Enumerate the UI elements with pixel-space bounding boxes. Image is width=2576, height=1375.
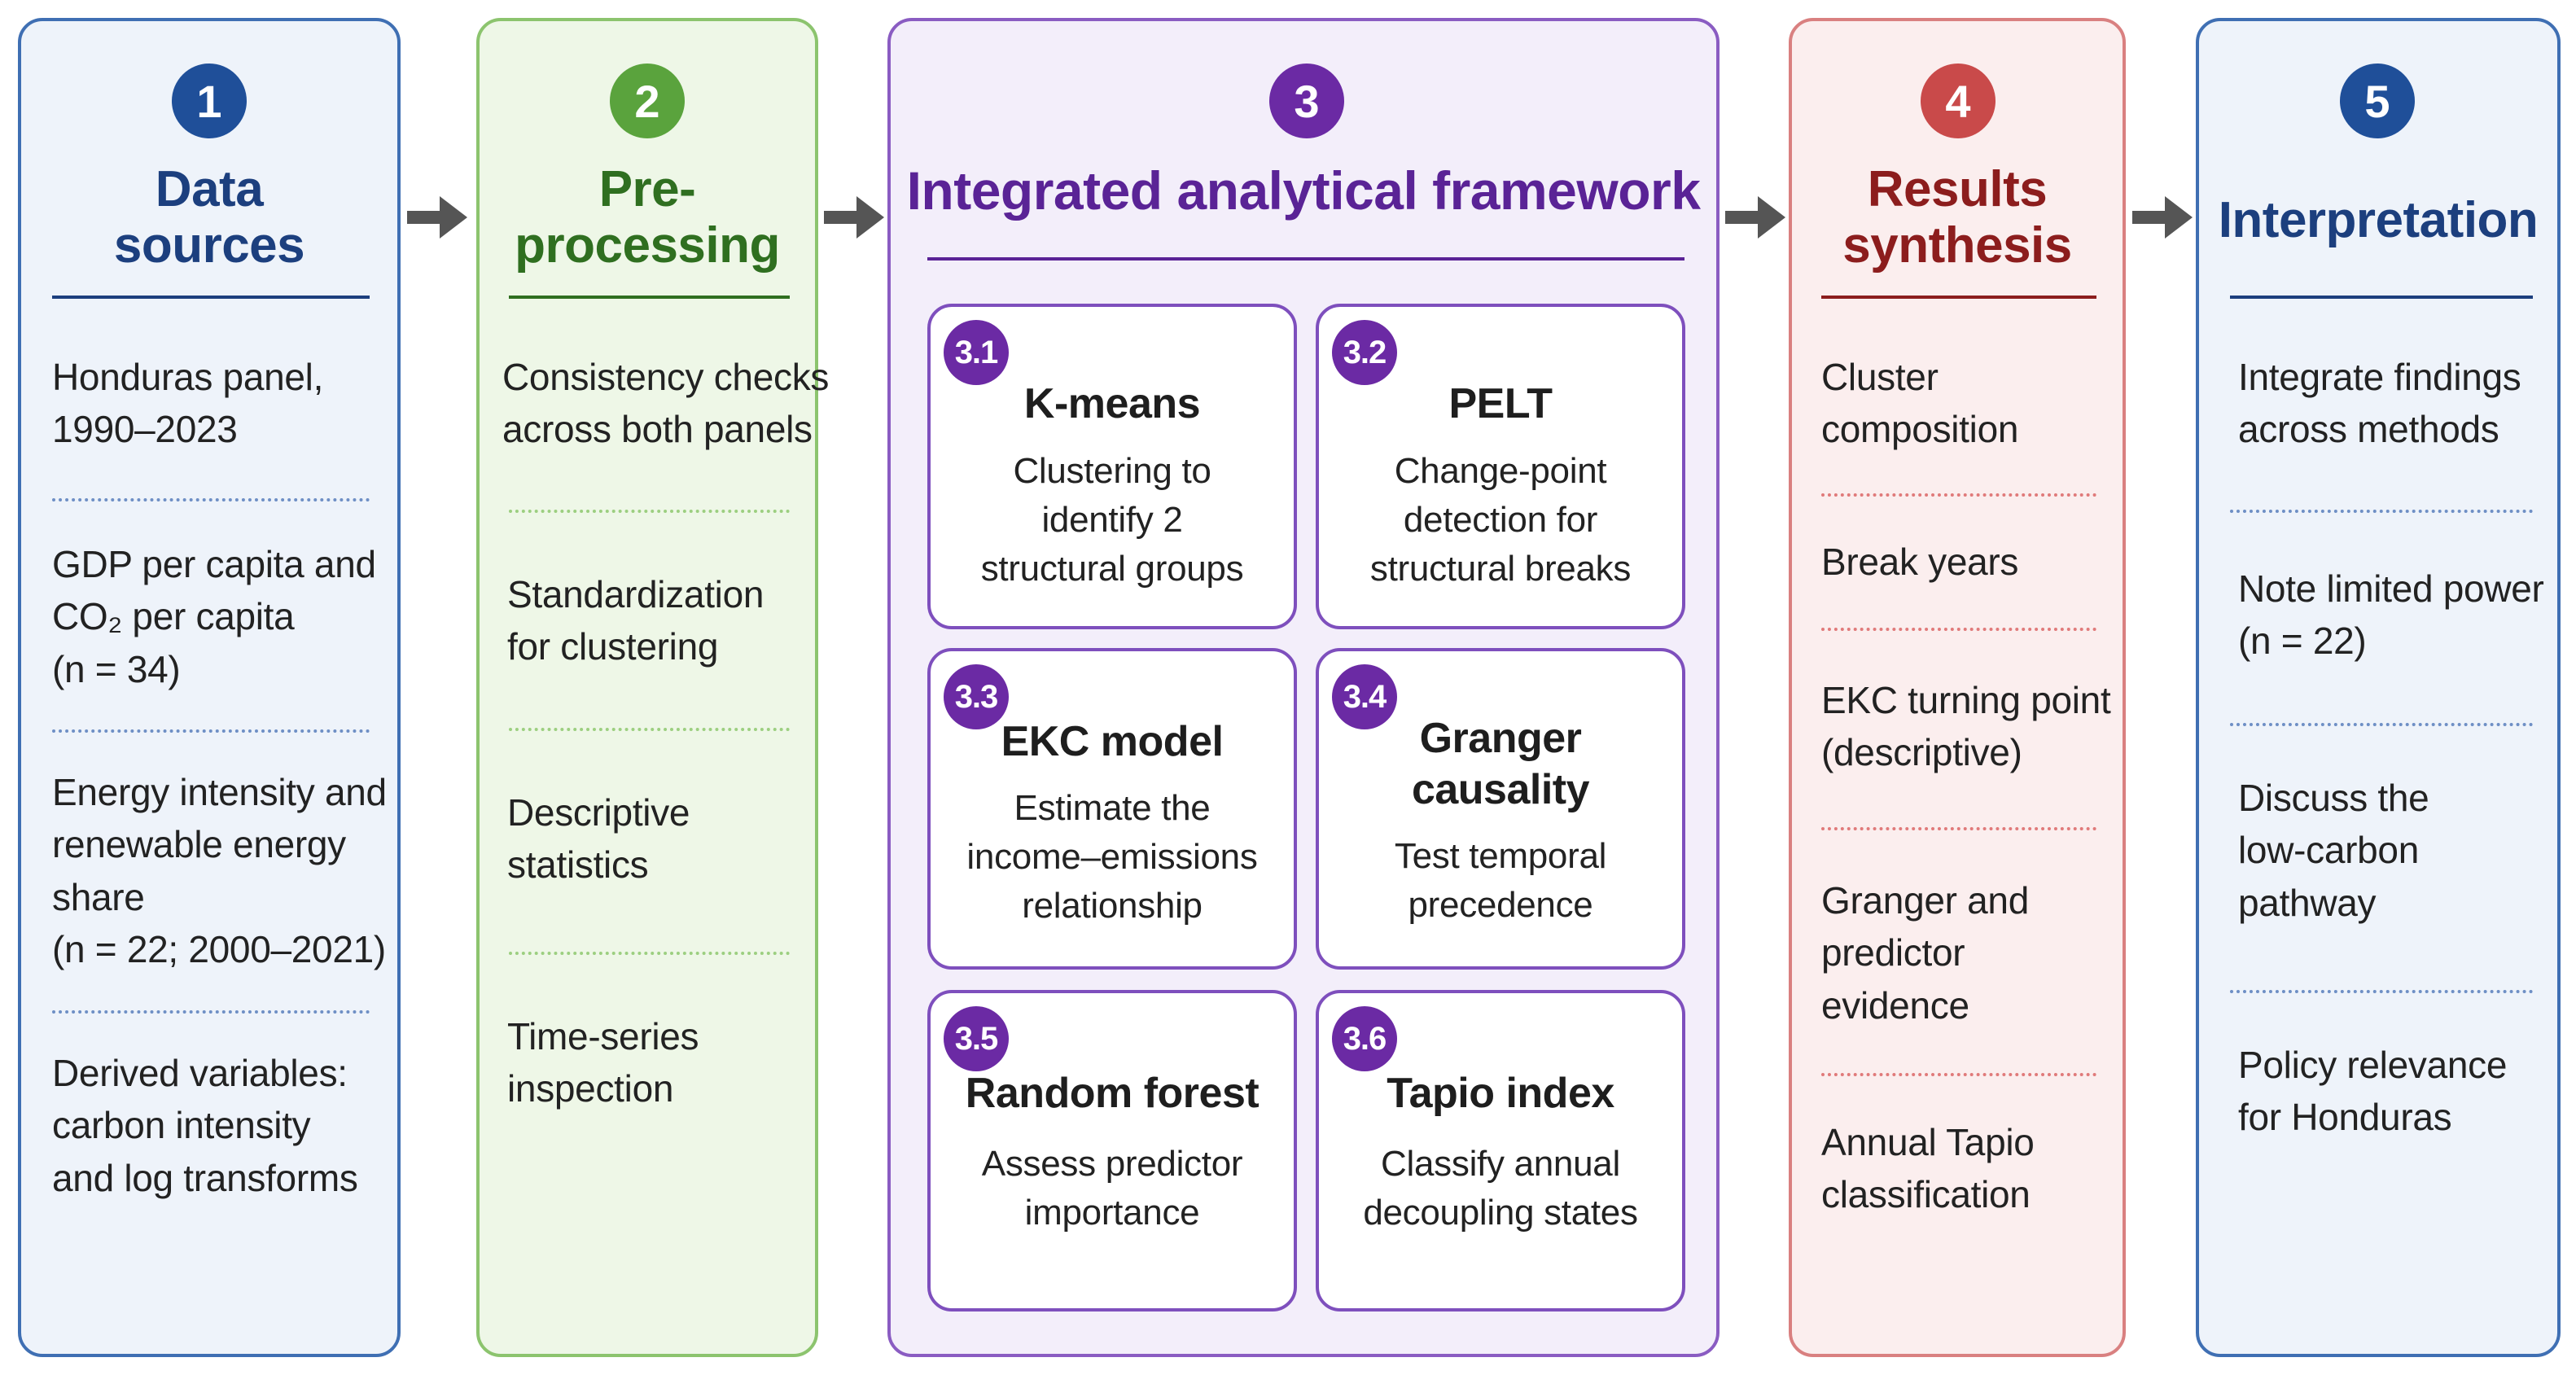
stage-5-divider-3	[2230, 990, 2533, 993]
stage-4-item-1: Cluster composition	[1821, 356, 2019, 451]
stage-1-divider-2	[52, 729, 370, 733]
stage-5-item-2: Note limited power (n = 22)	[2238, 567, 2544, 663]
method-description: Test temporal precedence	[1394, 836, 1607, 925]
method-description: Classify annual decoupling states	[1363, 1144, 1638, 1233]
arrow-right-icon	[407, 196, 467, 239]
stage-1-item-1: Honduras panel, 1990–2023	[52, 356, 324, 451]
method-title: PELT	[1448, 380, 1553, 427]
stage-1-title-rule	[52, 296, 370, 299]
arrow-right-icon	[2132, 196, 2193, 239]
stage-2-number-badge: 2	[610, 63, 685, 138]
method-card-ekc: 3.3 EKC model Estimate the income–emissi…	[927, 648, 1297, 970]
stage-1-number-badge: 1	[172, 63, 247, 138]
stage-4-divider-2	[1821, 628, 2096, 631]
stage-5-divider-2	[2230, 723, 2533, 726]
stage-5-number-badge: 5	[2340, 63, 2415, 138]
stage-1-title: Data sources	[113, 161, 305, 274]
method-title: Random forest	[965, 1070, 1260, 1117]
stage-4-item-4: Granger and predictor evidence	[1821, 879, 2029, 1027]
stage-3-title: Integrated analytical framework	[906, 160, 1701, 221]
method-description: Change-point detection for structural br…	[1369, 451, 1632, 589]
method-card-kmeans: 3.1 K-means Clustering to identify 2 str…	[927, 304, 1297, 629]
stage-4-divider-1	[1821, 493, 2096, 497]
stage-2-item-2: Standardization for clustering	[507, 573, 764, 668]
stage-4-item-2: Break years	[1821, 541, 2019, 583]
stage-5-title: Interpretation	[2218, 192, 2539, 248]
stage-1-divider-3	[52, 1010, 370, 1014]
stage-5-item-4: Policy relevance for Honduras	[2238, 1044, 2508, 1139]
stage-3-panel: 3 Integrated analytical framework 3.1 K-…	[887, 18, 1720, 1357]
stage-5-item-3: Discuss the low-carbon pathway	[2238, 777, 2429, 924]
arrow-right-icon	[824, 196, 884, 239]
method-title: Tapio index	[1387, 1070, 1614, 1117]
stage-4-number-badge: 4	[1921, 63, 1996, 138]
stage-2-item-4: Time-series inspection	[507, 1015, 699, 1110]
arrow-right-icon	[1725, 196, 1785, 239]
stage-5-divider-1	[2230, 510, 2533, 513]
stage-4-title: Results synthesis	[1842, 161, 2072, 274]
method-description: Estimate the income–emissions relationsh…	[966, 788, 1258, 926]
stage-4-divider-3	[1821, 827, 2096, 830]
stage-4-divider-4	[1821, 1073, 2096, 1076]
method-title: K-means	[1023, 380, 1201, 427]
method-title: Granger causality	[1411, 715, 1590, 814]
method-badge: 3.6	[1332, 1006, 1397, 1071]
stage-1-divider-1	[52, 498, 370, 501]
method-badge: 3.3	[944, 664, 1009, 729]
method-title: EKC model	[1001, 718, 1224, 765]
method-card-tapio: 3.6 Tapio index Classify annual decoupli…	[1316, 990, 1685, 1312]
method-card-granger: 3.4 Granger causality Test temporal prec…	[1316, 648, 1685, 970]
stage-4-panel: 4 Results synthesis Cluster composition …	[1789, 18, 2126, 1357]
stage-4-title-rule	[1821, 296, 2096, 299]
stage-2-title-rule	[509, 296, 790, 299]
stage-4-item-3: EKC turning point (descriptive)	[1821, 679, 2111, 774]
method-description: Clustering to identify 2 structural grou…	[980, 451, 1244, 589]
stage-2-title: Pre- processing	[515, 161, 780, 274]
stage-1-panel: 1 Data sources Honduras panel, 1990–2023…	[18, 18, 401, 1357]
stage-3-title-rule	[927, 257, 1684, 261]
stage-2-divider-3	[509, 952, 790, 955]
stage-2-panel: 2 Pre- processing Consistency checks acr…	[476, 18, 829, 1357]
stage-5-item-1: Integrate findings across methods	[2238, 356, 2521, 451]
stage-4-item-5: Annual Tapio classification	[1821, 1121, 2035, 1216]
stage-5-panel: 5 Interpretation Integrate findings acro…	[2196, 18, 2561, 1357]
stage-1-item-3: Energy intensity and renewable energy sh…	[52, 771, 387, 971]
method-badge: 3.1	[944, 320, 1009, 385]
stage-5-title-rule	[2230, 296, 2533, 299]
method-badge: 3.5	[944, 1006, 1009, 1071]
method-badge: 3.2	[1332, 320, 1397, 385]
stage-2-item-1: Consistency checks across both panels	[502, 356, 830, 451]
stage-2-item-3: Descriptive statistics	[507, 791, 690, 887]
stage-3-number-badge: 3	[1269, 63, 1344, 138]
method-description: Assess predictor importance	[981, 1144, 1243, 1233]
method-card-random-forest: 3.5 Random forest Assess predictor impor…	[927, 990, 1297, 1312]
method-badge: 3.4	[1332, 664, 1397, 729]
stage-2-divider-1	[509, 510, 790, 513]
stage-1-item-2: GDP per capita and CO₂ per capita (n = 3…	[52, 543, 376, 690]
stage-2-divider-2	[509, 728, 790, 731]
stage-1-item-4: Derived variables: carbon intensity and …	[52, 1052, 358, 1199]
method-card-pelt: 3.2 PELT Change-point detection for stru…	[1316, 304, 1685, 629]
